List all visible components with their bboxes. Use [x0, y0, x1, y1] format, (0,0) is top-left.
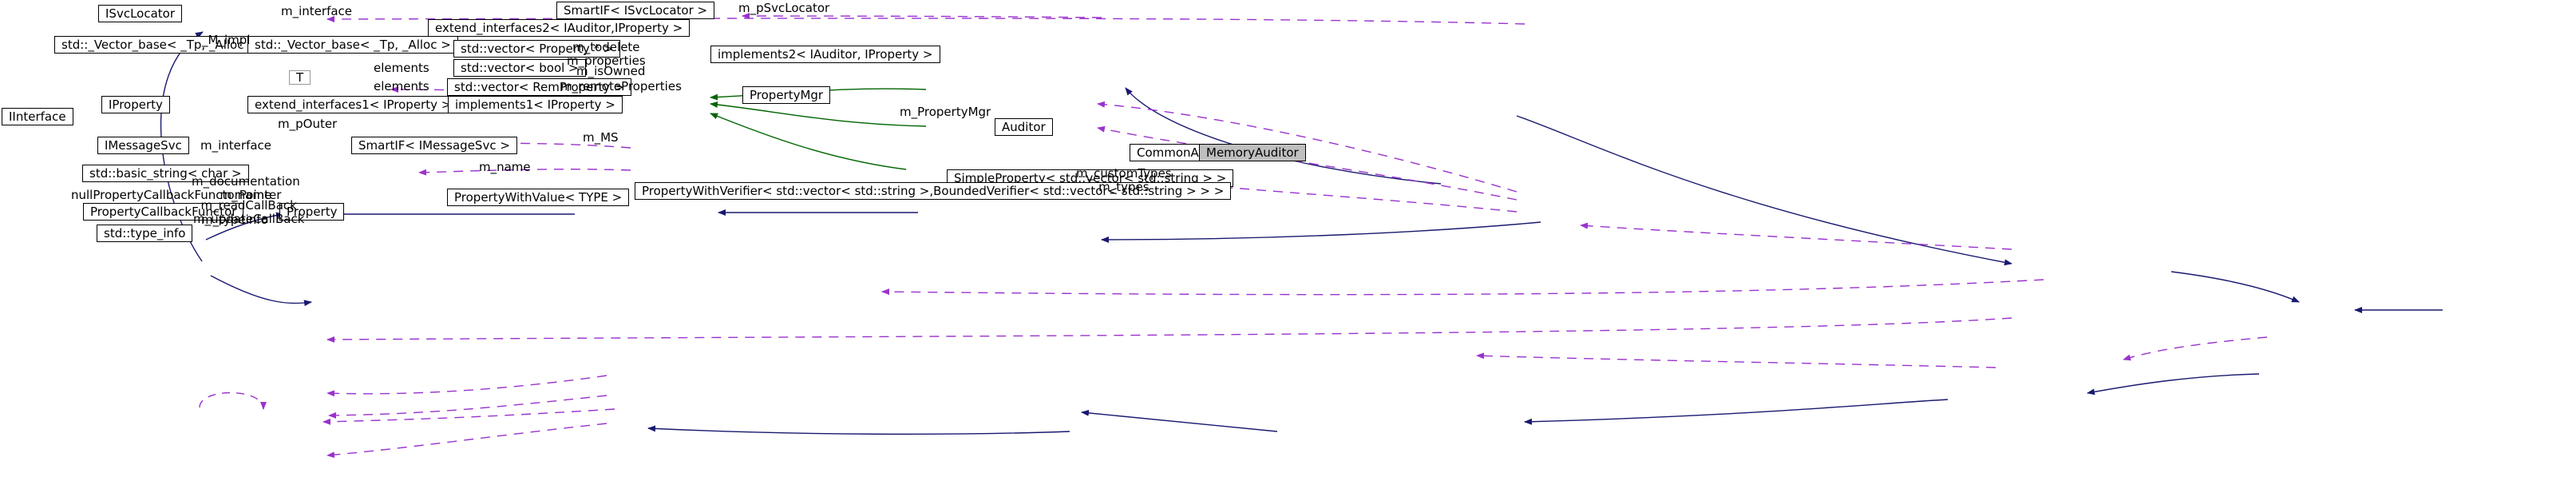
node-label: std::vector< RemProperty >	[454, 79, 624, 94]
node-label: SmartIF< IMessageSvc >	[358, 137, 510, 153]
edge-label-m-todelete-m-properties: m_todelete m_properties	[567, 40, 646, 69]
node-extend-interfaces1[interactable]: extend_interfaces1< IProperty >	[247, 96, 459, 113]
node-memoryauditor[interactable]: MemoryAuditor	[1199, 144, 1306, 161]
edge-label-elements-bottom: elements	[374, 79, 429, 93]
node-imessagesvc[interactable]: IMessageSvc	[97, 137, 189, 154]
edge-label-m-remoteproperties: m_remoteProperties	[560, 79, 682, 93]
node-vector-base[interactable]: std::_Vector_base< _Tp, _Alloc >	[247, 36, 458, 54]
edge-label-m-interface-messagesvc: m_interface	[200, 138, 272, 153]
node-smartif-imessagesvc[interactable]: SmartIF< IMessageSvc >	[351, 137, 517, 154]
edge-label-m-name: m_name	[479, 160, 531, 174]
node-label: std::type_info	[104, 225, 186, 241]
edge-label-m-interface-svclocator: m_interface	[281, 4, 353, 18]
node-label: Property	[287, 204, 338, 219]
node-iinterface[interactable]: IInterface	[2, 108, 73, 125]
edge-label-m-typeinfo: m_typeinfo	[201, 213, 268, 227]
edge-label-nullpropertycallbackfunctorpointer: nullPropertyCallbackFunctorPointer	[71, 188, 282, 202]
edge-label-m-psvclocator: m_pSvcLocator	[738, 1, 830, 15]
node-implements1[interactable]: implements1< IProperty >	[448, 96, 623, 113]
node-property[interactable]: Property	[279, 203, 345, 221]
edge-label-m-documentation-m-name: m_documentation m_name	[192, 174, 300, 203]
node-implements2[interactable]: implements2< IAuditor, IProperty >	[710, 46, 940, 63]
node-template-param-t[interactable]: T	[289, 70, 311, 85]
node-label: PropertyMgr	[750, 87, 824, 102]
node-propertywithverifier[interactable]: PropertyWithVerifier< std::vector< std::…	[635, 182, 1232, 200]
edge-label-m-propertymgr: m_PropertyMgr	[900, 105, 991, 119]
node-label: PropertyWithVerifier< std::vector< std::…	[642, 183, 1225, 198]
node-label: PropertyWithValue< TYPE >	[454, 189, 623, 205]
node-label: SmartIF< ISvcLocator >	[564, 2, 708, 18]
node-propertymgr[interactable]: PropertyMgr	[742, 86, 831, 104]
node-extend-interfaces2[interactable]: extend_interfaces2< IAuditor,IProperty >	[428, 19, 690, 37]
node-smartif-isvclocator[interactable]: SmartIF< ISvcLocator >	[556, 2, 715, 19]
node-label: std::basic_string< char >	[89, 165, 242, 181]
node-iproperty[interactable]: IProperty	[101, 96, 170, 113]
node-label: implements2< IAuditor, IProperty >	[718, 46, 933, 62]
node-isvclocator[interactable]: ISvcLocator	[98, 5, 183, 22]
node-label: IInterface	[9, 109, 66, 124]
edge-label-elements-top: elements	[374, 61, 429, 75]
edge-label-m-readcallback-m-updatecallback: m_readCallBack m_updateCallBack	[193, 198, 305, 227]
node-vector-property-ptr[interactable]: std::vector< Property * >	[453, 40, 621, 58]
edge-label-m-isowned: m_isOwned	[576, 64, 646, 78]
node-label: extend_interfaces2< IAuditor,IProperty >	[435, 20, 683, 35]
node-label: SimpleProperty< std::vector< std::string…	[954, 170, 1227, 185]
node-vector-remproperty[interactable]: std::vector< RemProperty >	[447, 78, 631, 96]
node-propertywithvalue[interactable]: PropertyWithValue< TYPE >	[447, 189, 630, 206]
node-basic-string[interactable]: std::basic_string< char >	[82, 165, 249, 182]
node-label: ISvcLocator	[105, 6, 176, 21]
node-label: std::vector< Property * >	[461, 41, 614, 56]
node-label: Auditor	[1002, 119, 1046, 134]
node-label: std::vector< bool >	[461, 60, 579, 75]
node-auditor[interactable]: Auditor	[995, 118, 1053, 136]
node-label: IMessageSvc	[105, 137, 182, 153]
edge-label-m-pouter: m_pOuter	[278, 117, 338, 131]
edge-label-m-impl: _M_impl	[202, 33, 251, 47]
node-label: IProperty	[109, 97, 163, 112]
edge-label-m-ms: m_MS	[583, 130, 619, 145]
node-label: implements1< IProperty >	[455, 97, 615, 112]
node-label: extend_interfaces1< IProperty >	[255, 97, 452, 112]
node-label: T	[296, 70, 304, 85]
node-label: MemoryAuditor	[1206, 145, 1299, 160]
node-type-info[interactable]: std::type_info	[97, 225, 193, 242]
node-propertycallbackfunctor[interactable]: PropertyCallbackFunctor	[83, 203, 244, 221]
edge-label-m-customtypes-m-types: m_customTypes m_types	[1076, 166, 1172, 195]
node-label: std::_Vector_base< _Tp, _Alloc >	[255, 37, 451, 52]
node-vector-bool[interactable]: std::vector< bool >	[453, 59, 586, 77]
node-label: PropertyCallbackFunctor	[90, 204, 237, 219]
